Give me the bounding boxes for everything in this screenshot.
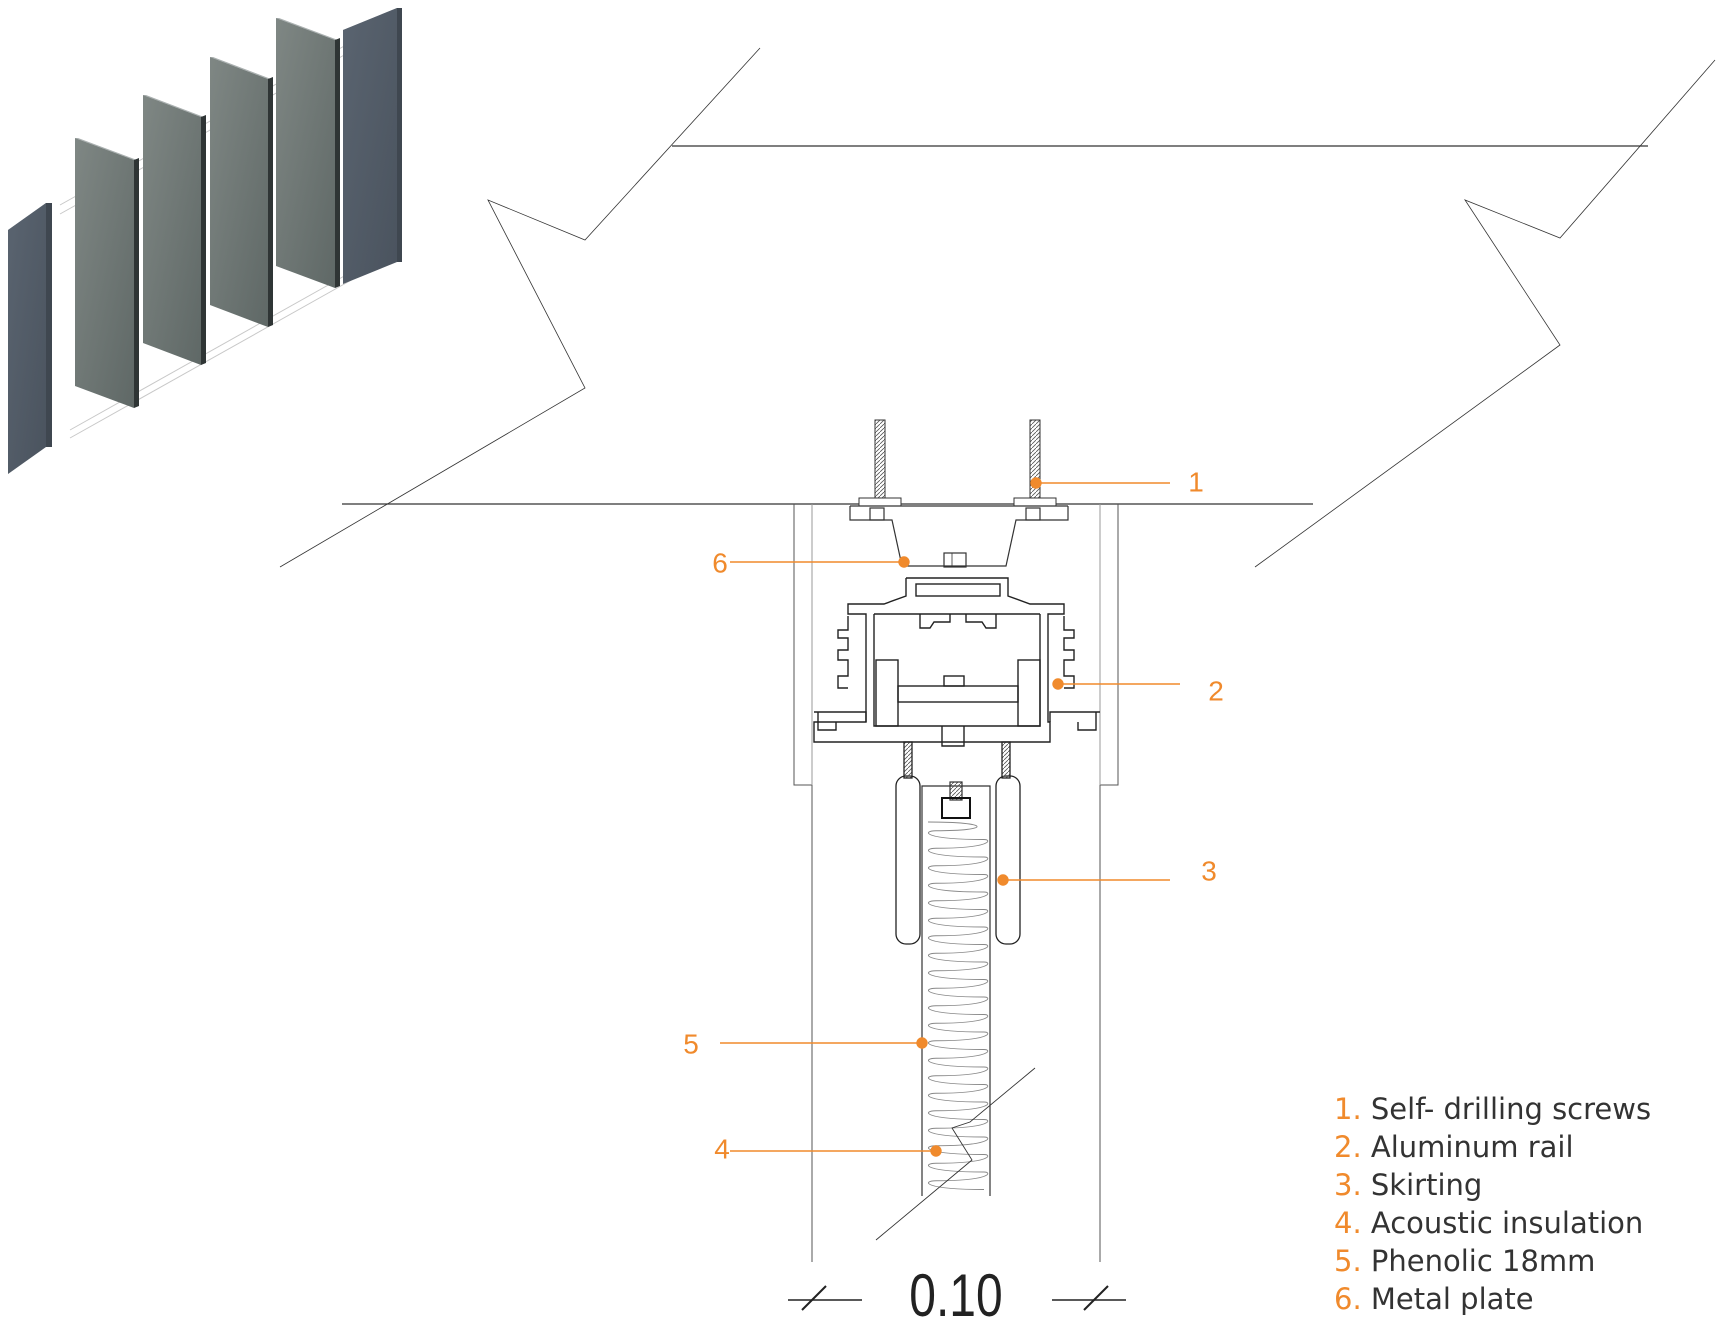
legend-item: 4. Acoustic insulation [1334,1204,1651,1242]
legend-number: 4. [1334,1206,1362,1240]
panel [343,8,402,284]
legend-number: 2. [1334,1130,1362,1164]
legend-label: Skirting [1370,1168,1483,1202]
legend-label: Acoustic insulation [1370,1206,1644,1240]
panel [276,18,340,288]
legend-number: 1. [1334,1092,1362,1126]
panels-3d-illustration [8,8,402,474]
legend-item: 2. Aluminum rail [1334,1128,1651,1166]
panel [75,138,139,408]
aluminum-rail [813,577,1100,747]
legend: 1. Self- drilling screws 2. Aluminum rai… [1334,1090,1651,1318]
legend-item: 6. Metal plate [1334,1280,1651,1318]
callout-4: 4 [714,1133,730,1164]
wall-lines [793,504,1119,1262]
legend-label: Metal plate [1370,1282,1534,1316]
legend-item: 1. Self- drilling screws [1334,1090,1651,1128]
dimension-value: 0.10 [909,1262,1002,1325]
phenolic-panel [921,781,991,1196]
legend-item: 3. Skirting [1334,1166,1651,1204]
panel [8,203,52,474]
legend-label: Aluminum rail [1370,1130,1574,1164]
callout-1: 1 [1188,466,1204,497]
panel [143,95,206,365]
acoustic-insulation [927,821,989,1190]
leader-lines [720,477,1180,1157]
callout-3: 3 [1201,855,1217,886]
self-drilling-screw [858,419,902,507]
ceiling-slab [279,47,1716,568]
skirting [895,741,1021,945]
callout-5: 5 [683,1028,699,1059]
dimension: 0.10 [788,1262,1126,1325]
self-drilling-screw [1013,419,1057,507]
callout-2: 2 [1208,675,1224,706]
legend-item: 5. Phenolic 18mm [1334,1242,1651,1280]
legend-number: 5. [1334,1244,1362,1278]
metal-plate [849,505,1069,568]
panel [210,57,273,327]
legend-label: Self- drilling screws [1370,1092,1652,1126]
legend-label: Phenolic 18mm [1370,1244,1596,1278]
callout-labels: 1 2 3 4 5 6 [683,466,1224,1164]
callout-6: 6 [712,547,728,578]
legend-number: 3. [1334,1168,1362,1202]
break-line [875,1067,1036,1241]
legend-number: 6. [1334,1282,1362,1316]
